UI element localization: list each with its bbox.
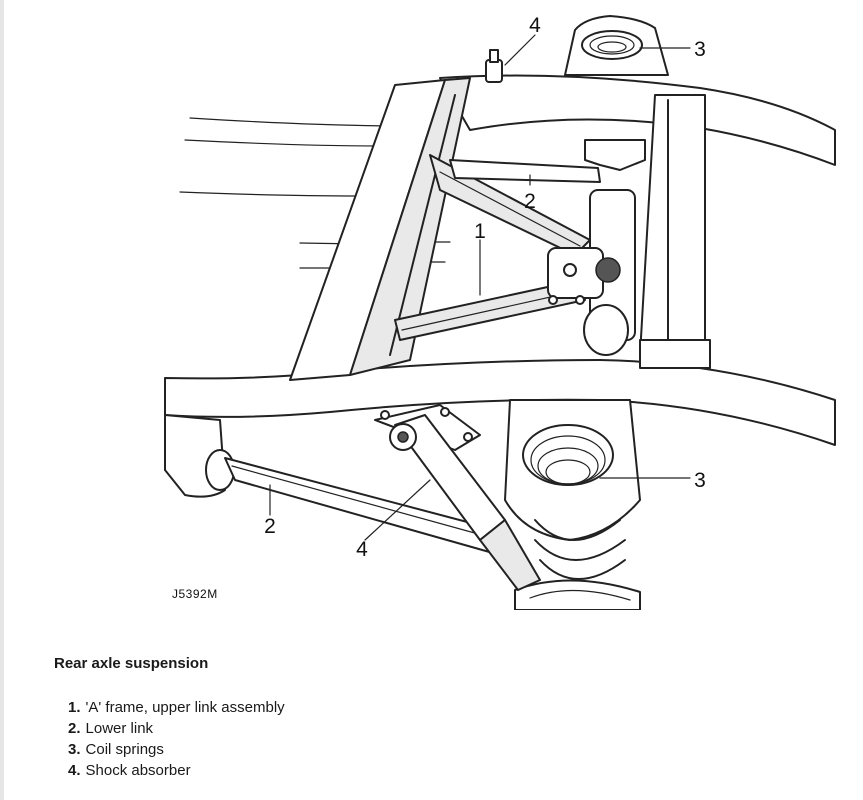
- lower-coil-spring: [504, 399, 641, 610]
- legend-item: 4.Shock absorber: [68, 760, 285, 781]
- legend-text: Coil springs: [85, 741, 164, 758]
- figure-caption: Rear axle suspension: [54, 655, 209, 672]
- legend-text: Shock absorber: [85, 762, 191, 779]
- figure-id: J5392M: [172, 587, 218, 601]
- legend-text: 'A' frame, upper link assembly: [85, 699, 285, 716]
- legend-text: Lower link: [85, 720, 154, 737]
- legend-item: 1.'A' frame, upper link assembly: [68, 697, 285, 718]
- cross-member: [164, 74, 836, 446]
- upper-spring-seat: [564, 15, 669, 76]
- callout-3-upper: 3: [694, 38, 706, 61]
- callout-leaders: [269, 34, 691, 541]
- legend-item: 3.Coil springs: [68, 739, 285, 760]
- legend-item: 2.Lower link: [68, 718, 285, 739]
- legend-number: 3.: [68, 741, 81, 758]
- suspension-diagram: 1 2 2 3 3 4 4 J5392M: [150, 0, 863, 610]
- legend-number: 4.: [68, 762, 81, 779]
- chassis-rail-left: [289, 77, 471, 381]
- left-border: [0, 0, 4, 800]
- lower-link-upper-view: [449, 159, 601, 183]
- legend-list: 1.'A' frame, upper link assembly 2.Lower…: [68, 697, 285, 781]
- a-frame-upper-link: [394, 154, 621, 341]
- callout-1: 1: [474, 220, 486, 243]
- lower-link: [164, 414, 506, 556]
- callout-2-upper: 2: [524, 190, 536, 213]
- legend-number: 1.: [68, 699, 81, 716]
- callout-4-upper: 4: [529, 14, 541, 37]
- callout-4-lower: 4: [356, 538, 368, 561]
- callout-2-lower: 2: [264, 515, 276, 538]
- shock-absorber-top: [485, 49, 503, 83]
- chassis-rail-right: [639, 94, 711, 369]
- shock-absorber: [374, 404, 541, 591]
- callout-3-lower: 3: [694, 469, 706, 492]
- legend-number: 2.: [68, 720, 81, 737]
